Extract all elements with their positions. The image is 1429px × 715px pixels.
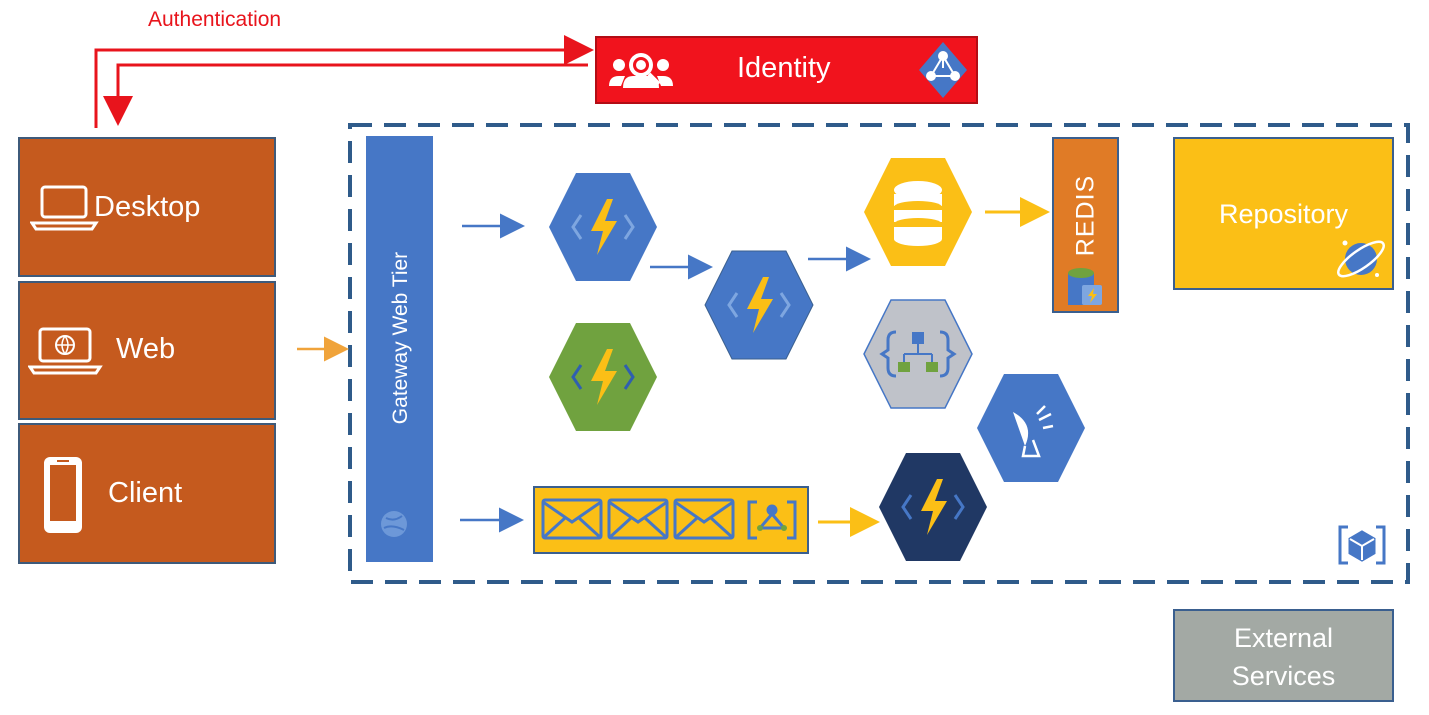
external-line-1: External [1233, 623, 1334, 653]
client-label: Client [108, 477, 183, 509]
satellite-hexagon [977, 374, 1085, 482]
authentication-label: Authentication [148, 8, 282, 31]
cosmos-db-icon [1337, 240, 1385, 278]
web-label: Web [116, 333, 176, 365]
database-hexagon [864, 158, 972, 266]
identity-user-icon [609, 53, 673, 88]
function-app-hexagon-2 [704, 250, 814, 360]
phone-icon [44, 457, 82, 533]
satellite-icon [1013, 405, 1054, 458]
mail-icon [607, 498, 669, 540]
desktop-label: Desktop [94, 191, 201, 223]
identity-label: Identity [737, 52, 831, 84]
cloud-boundary [348, 123, 1410, 584]
external-services-box[interactable]: External Services [1173, 609, 1394, 702]
laptop-icon [30, 185, 99, 231]
event-grid-icon [747, 500, 797, 540]
external-line-2: Services [1231, 661, 1336, 691]
desktop-client-box[interactable]: Desktop [18, 137, 276, 277]
active-directory-icon [919, 42, 967, 98]
web-laptop-icon [28, 327, 103, 375]
resource-group-icon [1338, 525, 1386, 565]
mail-icon [673, 498, 735, 540]
auth-request-connector [94, 35, 594, 128]
queue-icons [541, 498, 797, 540]
function-app-hexagon-navy [879, 453, 987, 561]
message-queue[interactable] [533, 486, 809, 554]
function-app-hexagon-1 [549, 173, 657, 281]
repository-box[interactable]: Repository [1173, 137, 1394, 290]
redis-cache-icon [1068, 268, 1102, 305]
function-app-hexagon-green [549, 323, 657, 431]
redis-cache[interactable]: REDIS [1052, 137, 1119, 313]
identity-box[interactable]: Identity [595, 36, 978, 104]
mail-icon [541, 498, 603, 540]
redis-label: REDIS [1071, 174, 1100, 257]
auth-response-connector [103, 63, 588, 126]
mobile-client-box[interactable]: Client [18, 423, 276, 564]
gateway-web-tier[interactable]: Gateway Web Tier [366, 136, 433, 562]
logic-app-hexagon [863, 299, 973, 409]
web-client-box[interactable]: Web [18, 281, 276, 420]
logic-app-icon [879, 330, 957, 378]
globe-icon [381, 511, 407, 537]
gateway-label: Gateway Web Tier [389, 251, 412, 425]
external-services-label: External Services [1175, 619, 1392, 695]
database-icon [894, 181, 942, 246]
repository-label: Repository [1218, 199, 1349, 229]
